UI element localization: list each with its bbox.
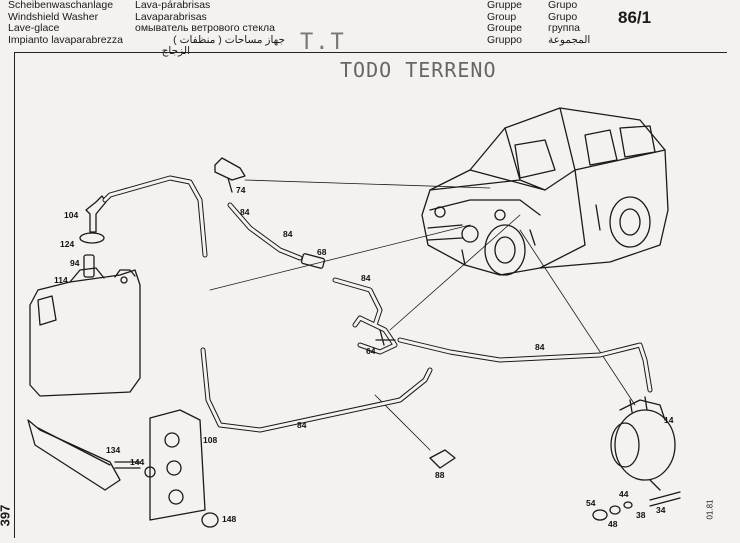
pump-parts (79, 195, 107, 278)
pump-motor (610, 396, 676, 491)
small-parts (114, 449, 456, 528)
title-ar: جهاز مساحات ( منظفات ) (173, 33, 285, 46)
header-col-german-english: Scheibenwaschanlage Windshield Washer La… (8, 0, 123, 46)
title-ar-2: الزجاج (161, 45, 190, 57)
label-84-b: 84 (283, 229, 293, 239)
label-84-a: 84 (240, 207, 250, 217)
label-74: 74 (236, 185, 246, 195)
title-fr: Lave-glace (8, 22, 60, 34)
group-it: Gruppo (487, 33, 523, 46)
label-94: 94 (70, 258, 80, 268)
label-14: 14 (664, 415, 674, 425)
stamp-todo-terreno: TODO TERRENO (340, 58, 497, 82)
label-64: 64 (366, 346, 376, 356)
label-124: 124 (60, 239, 74, 249)
hose-inner (103, 176, 652, 432)
title-it: Impianto lavaparabrezza (8, 33, 123, 46)
label-84-e: 84 (297, 420, 307, 430)
label-84-d: 84 (535, 342, 545, 352)
label-108: 108 (203, 435, 217, 445)
label-48: 48 (608, 519, 618, 529)
label-84-c: 84 (361, 273, 371, 283)
title-ru: омыватель ветрового стекла (135, 22, 275, 34)
vehicle-illustration (421, 107, 669, 276)
label-34: 34 (656, 505, 666, 515)
group-ru: группа (548, 22, 581, 34)
check-valve (300, 253, 326, 269)
washer-reservoir (29, 267, 141, 397)
header-group-labels: Gruppe Group Groupe Gruppo (487, 0, 522, 46)
title-pt: Lava-párabrisas (135, 0, 211, 11)
group-number: 86/1 (618, 8, 652, 27)
group-de: Gruppe (487, 0, 523, 11)
label-88: 88 (435, 470, 445, 480)
label-114: 114 (54, 275, 68, 285)
group-en: Group (487, 10, 517, 23)
title-de: Scheibenwaschanlage (8, 0, 114, 11)
mounting-bracket (27, 409, 206, 521)
t-piece (375, 329, 396, 346)
group-fr: Groupe (487, 22, 523, 34)
fasteners (592, 491, 681, 521)
label-54: 54 (586, 498, 596, 508)
label-144: 144 (130, 457, 144, 467)
group-es: Grupo (548, 10, 578, 23)
label-104: 104 (64, 210, 78, 220)
part-number-labels: 104 124 94 114 74 84 84 68 84 64 84 84 1… (54, 185, 674, 529)
diagram-frame (14, 52, 727, 538)
label-148: 148 (222, 514, 236, 524)
label-134: 134 (106, 445, 120, 455)
label-38: 38 (636, 510, 646, 520)
label-68: 68 (317, 247, 327, 257)
header-group-labels-2: Grupo Grupo группа المجموعة (548, 0, 590, 46)
jet-nozzle (214, 157, 246, 193)
header-col-es-ru-ar: Lava-párabrisas Lavaparabrisas омыватель… (135, 0, 285, 58)
label-44: 44 (619, 489, 629, 499)
title-en: Windshield Washer (8, 10, 99, 23)
title-es: Lavaparabrisas (135, 10, 207, 23)
group-ar: المجموعة (548, 33, 591, 46)
stamp-tt: T.T (300, 30, 346, 55)
group-pt: Grupo (548, 0, 578, 11)
